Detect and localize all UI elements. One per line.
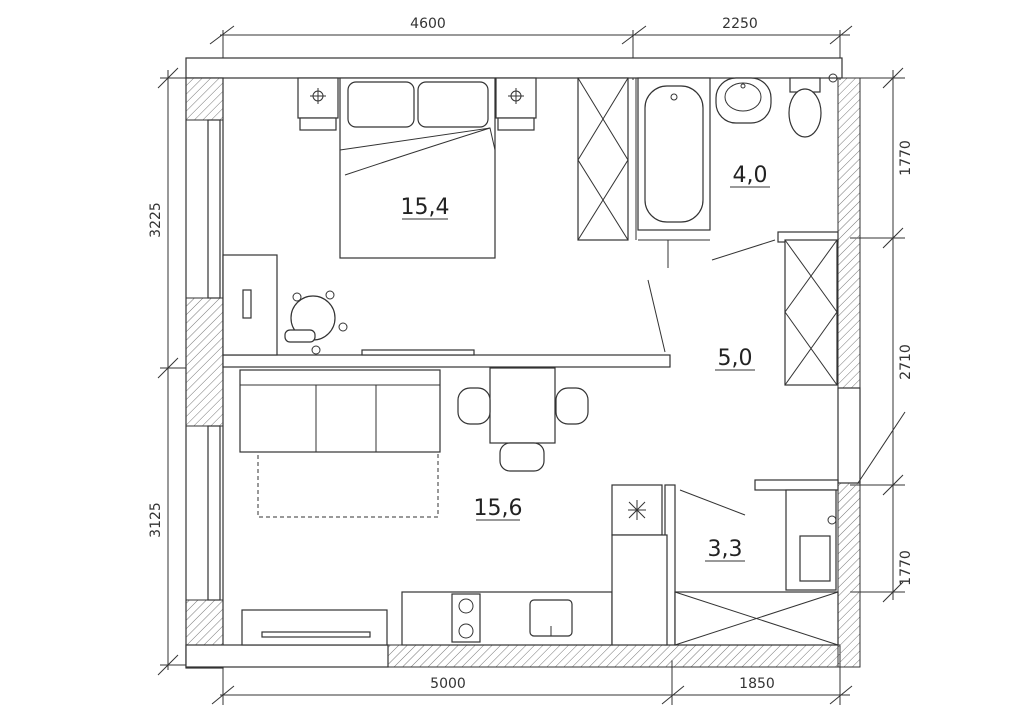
dim-right-top: 1770 — [898, 140, 914, 176]
bathroom-door — [711, 239, 776, 261]
area-hallway: 5,0 — [718, 346, 753, 371]
dim-right-bottom: 1770 — [898, 550, 914, 586]
kitchen-counter — [401, 534, 668, 646]
area-living: 15,6 — [474, 496, 523, 521]
desk — [222, 254, 278, 356]
tv-stand — [241, 609, 388, 646]
rug — [257, 451, 439, 518]
entrance-door — [857, 411, 906, 484]
bed — [339, 77, 496, 259]
washing-machine — [785, 489, 837, 591]
dim-top-left: 4600 — [410, 16, 446, 32]
dim-top-right: 2250 — [722, 16, 758, 32]
bedroom-door — [647, 279, 666, 353]
dim-bottom-left: 5000 — [430, 676, 466, 692]
dim-left-bottom: 3125 — [148, 502, 164, 538]
fridge — [611, 484, 663, 536]
wardrobe-bedroom — [577, 77, 629, 241]
nightstand-left — [297, 77, 339, 131]
dim-bottom-right: 1850 — [739, 676, 775, 692]
dim-left-top: 3225 — [148, 202, 164, 238]
bathtub — [637, 77, 711, 268]
dim-right-middle: 2710 — [898, 344, 914, 380]
office-chair — [284, 290, 348, 355]
toilet — [788, 73, 838, 138]
storage-door — [679, 489, 746, 516]
nightstand-right — [495, 77, 537, 131]
area-bedroom: 15,4 — [401, 195, 450, 220]
area-bathroom: 4,0 — [733, 163, 768, 188]
bedroom-door-threshold — [361, 349, 475, 356]
dining-table — [457, 367, 589, 472]
sink — [715, 77, 772, 124]
area-storage: 3,3 — [708, 537, 743, 562]
wardrobe-storage — [674, 591, 839, 646]
sofa — [239, 369, 441, 453]
walls — [185, 57, 861, 669]
wardrobe-hall — [784, 239, 838, 386]
